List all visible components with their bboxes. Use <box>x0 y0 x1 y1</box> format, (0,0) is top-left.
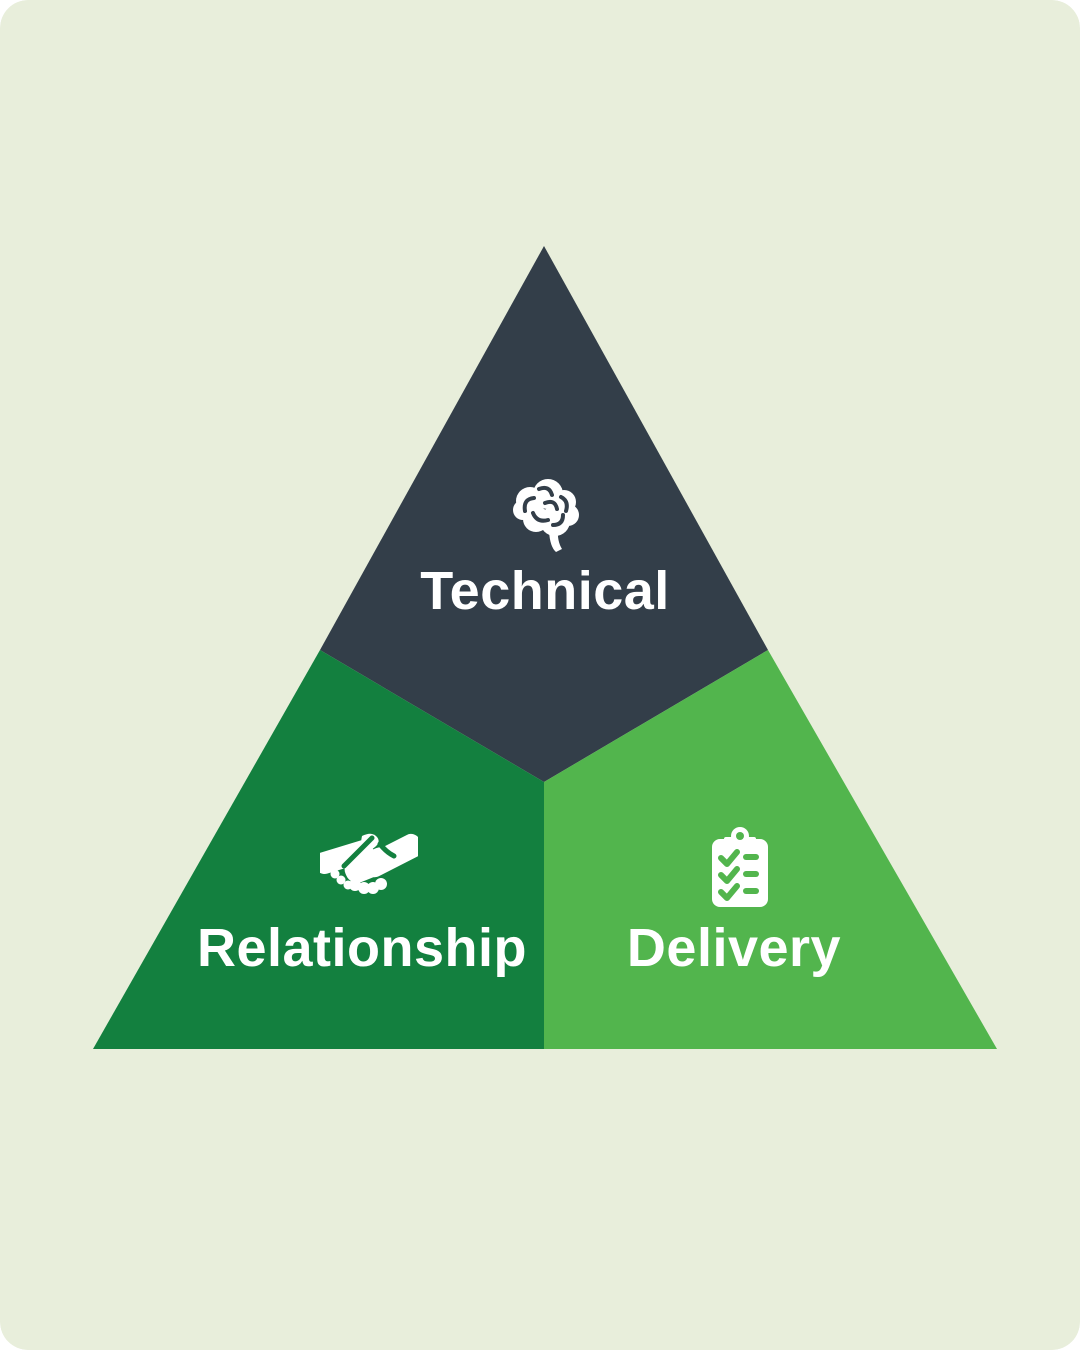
handshake-icon <box>320 830 418 900</box>
clipboard-checklist-icon <box>709 827 771 909</box>
relationship-section-shape <box>93 650 544 1049</box>
relationship-section-label: Relationship <box>196 918 528 978</box>
delivery-section-shape <box>544 650 997 1049</box>
delivery-section-label: Delivery <box>626 918 842 978</box>
technical-section-label: Technical <box>420 561 670 621</box>
brain-icon <box>503 469 587 553</box>
